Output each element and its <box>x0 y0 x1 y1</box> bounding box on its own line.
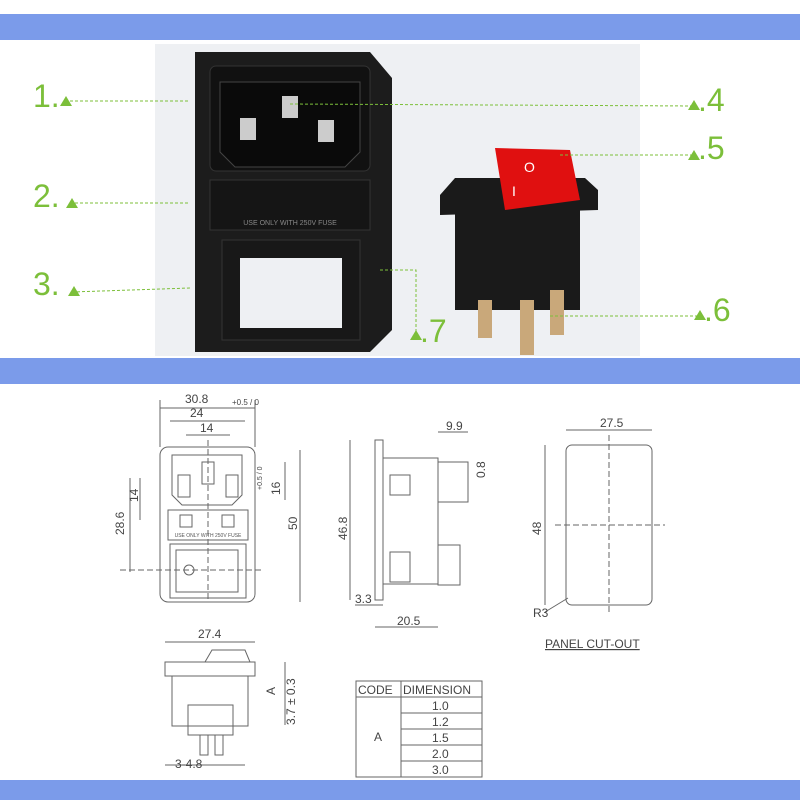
middle-band <box>0 358 800 384</box>
dim-width-total: 30.8 <box>185 392 209 406</box>
table-value: 1.0 <box>432 699 449 713</box>
top-band <box>0 14 800 40</box>
table-value: 1.5 <box>432 731 449 745</box>
red-rocker <box>495 148 580 210</box>
drawing-fuse-text: USE ONLY WITH 250V FUSE <box>175 533 242 539</box>
terminal <box>550 290 564 335</box>
svg-text:+0.5 / 0: +0.5 / 0 <box>257 466 264 490</box>
callout-7: .7 <box>420 313 447 349</box>
dim-cutout-radius: R3 <box>533 606 549 620</box>
dim-code-a: A <box>264 687 278 695</box>
dim-panel-thickness: 0.8 <box>474 461 488 478</box>
callout-4: .4 <box>698 82 725 118</box>
cutout-title: PANEL CUT-OUT <box>545 637 640 651</box>
table-value: 3.0 <box>432 763 449 777</box>
table-value: 1.2 <box>432 715 449 729</box>
callout-arrows <box>60 96 706 340</box>
pin-earth <box>282 96 298 118</box>
callout-leaders <box>65 100 700 336</box>
svg-text:I: I <box>512 183 516 199</box>
dim-width-inlet: 24 <box>190 406 204 420</box>
power-inlet-module: USE ONLY WITH 250V FUSE <box>195 52 392 352</box>
front-view-drawing <box>120 400 301 603</box>
dim-pin-height: 14 <box>127 488 141 502</box>
dim-terminal: 3-4.8 <box>175 757 203 771</box>
callout-2: 2. <box>33 178 60 214</box>
bottom-view-drawing <box>164 641 286 766</box>
pin-left <box>240 118 256 140</box>
rocker-switch: O I <box>440 148 598 355</box>
fuse-drawer <box>209 179 371 231</box>
callout-6: .6 <box>704 292 731 328</box>
dim-flange: 3.3 <box>355 592 372 606</box>
dim-body-depth: 20.5 <box>397 614 421 628</box>
terminal <box>520 300 534 355</box>
callout-3: 3. <box>33 266 60 302</box>
callout-1: 1. <box>33 78 60 114</box>
dim-cutout-height: 48 <box>530 521 544 535</box>
dim-side-top: 9.9 <box>446 419 463 433</box>
dim-bottom-width: 27.4 <box>198 627 222 641</box>
dim-side-height: 46.8 <box>336 516 350 540</box>
dim-cutout-width: 27.5 <box>600 416 624 430</box>
table-header-dimension: DIMENSION <box>403 683 471 697</box>
dimension-table <box>355 680 483 778</box>
dim-inlet-height: 16 <box>269 481 283 495</box>
fuse-text: USE ONLY WITH 250V FUSE <box>243 220 337 227</box>
dim-switch-height: 28.6 <box>113 511 127 535</box>
callout-5: .5 <box>698 130 725 166</box>
panel-cutout-drawing <box>544 429 665 615</box>
table-header-code: CODE <box>358 683 393 697</box>
dim-tab-height: 3.7 ± 0.3 <box>284 678 298 725</box>
pin-right <box>318 120 334 142</box>
bottom-band <box>0 780 800 800</box>
side-view-drawing <box>349 431 469 628</box>
svg-text:O: O <box>524 159 535 175</box>
dim-width-pins: 14 <box>200 421 214 435</box>
table-value: 2.0 <box>432 747 449 761</box>
svg-text:+0.5 / 0: +0.5 / 0 <box>232 398 259 407</box>
table-code: A <box>374 730 382 744</box>
dim-total-height: 50 <box>286 516 300 530</box>
terminal <box>478 300 492 338</box>
